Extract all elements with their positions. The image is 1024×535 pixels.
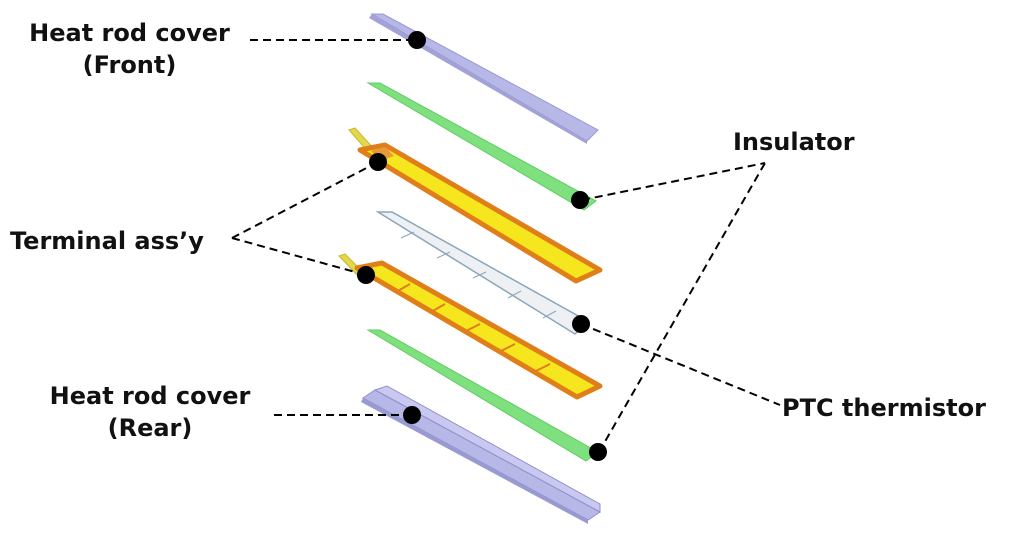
label-heat-rod-cover-rear: Heat rod cover (Rear)	[30, 380, 270, 444]
marker-front-cover	[408, 31, 426, 49]
heat-rod-cover-front-part	[369, 13, 599, 144]
marker-ptc	[572, 315, 590, 333]
ptc-thermistor-part	[375, 211, 591, 335]
marker-dots	[357, 31, 607, 461]
insulator-top-part	[366, 82, 597, 211]
leader-insulator-top	[581, 162, 766, 201]
terminal-assy-top-part	[348, 127, 603, 284]
leader-terminal-bottom	[231, 237, 367, 276]
label-insulator: Insulator	[733, 128, 855, 156]
label-ptc-thermistor: PTC thermistor	[782, 394, 986, 422]
leader-ptc	[580, 323, 781, 406]
marker-rear-cover	[403, 406, 421, 424]
label-heat-rod-cover-rear-line1: Heat rod cover	[49, 382, 251, 410]
marker-insulator-bottom	[589, 443, 607, 461]
leader-lines	[231, 39, 781, 453]
marker-insulator-top	[571, 191, 589, 209]
label-heat-rod-cover-rear-line2: (Rear)	[107, 414, 193, 442]
label-heat-rod-cover-front: Heat rod cover (Front)	[12, 17, 247, 81]
heat-rod-cover-rear-part	[361, 385, 601, 524]
marker-terminal-bottom	[357, 266, 375, 284]
leader-terminal-top	[231, 161, 379, 239]
marker-terminal-top	[369, 153, 387, 171]
label-heat-rod-cover-front-line2: (Front)	[82, 51, 177, 79]
label-heat-rod-cover-front-line1: Heat rod cover	[29, 19, 230, 47]
leader-insulator-bottom	[598, 162, 766, 453]
label-terminal-assy: Terminal ass’y	[10, 227, 204, 255]
